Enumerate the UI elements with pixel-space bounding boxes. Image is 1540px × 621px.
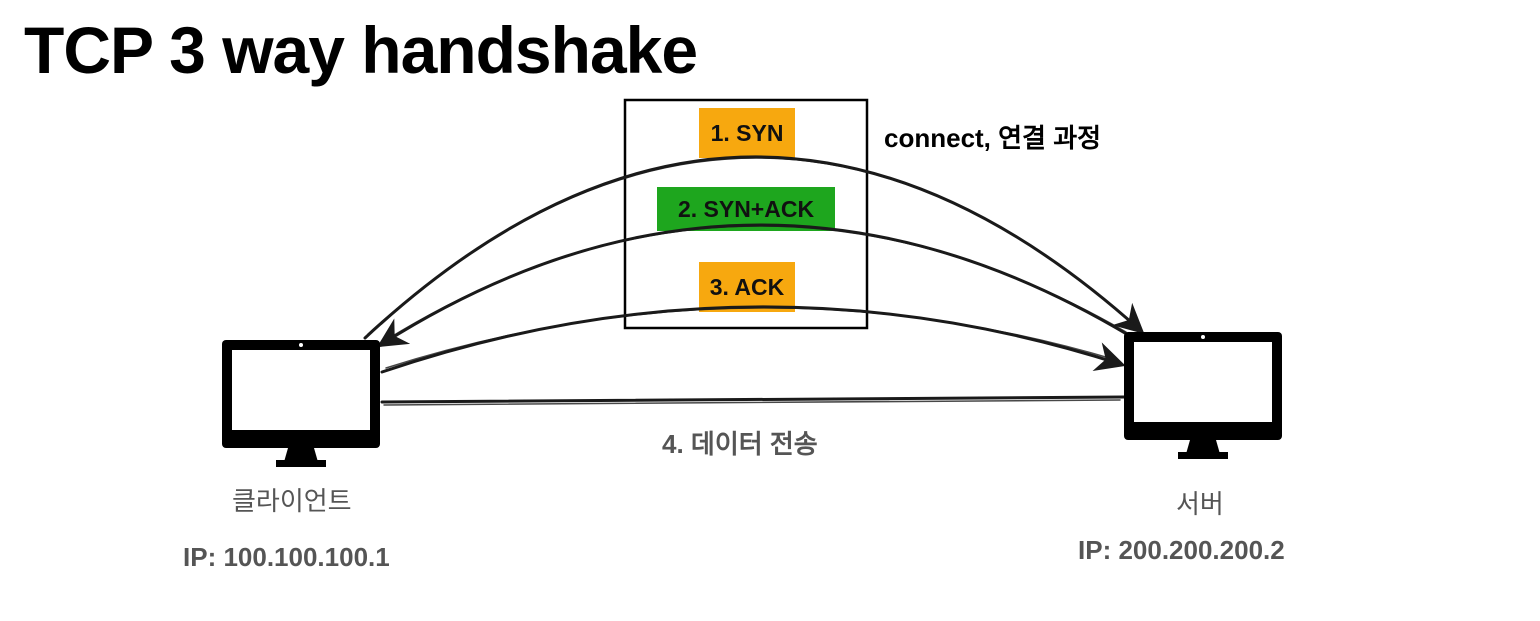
step-3-text: 3. ACK — [709, 274, 785, 300]
syn-ack-arrow — [376, 223, 1132, 348]
client-monitor-icon — [222, 340, 380, 467]
step-2-label: 2. SYN+ACK — [657, 187, 835, 231]
step-1-text: 1. SYN — [710, 120, 784, 146]
client-name: 클라이언트 — [232, 486, 352, 516]
step-2-text: 2. SYN+ACK — [677, 196, 815, 222]
connect-caption: connect, 연결 과정 — [884, 123, 1102, 153]
client-ip: IP: 100.100.100.1 — [183, 542, 390, 572]
data-transfer-line — [380, 395, 1126, 406]
handshake-step-box — [623, 98, 869, 330]
step-1-label: 1. SYN — [699, 108, 795, 158]
ack-arrow — [380, 305, 1126, 374]
server-name: 서버 — [1176, 489, 1224, 519]
server-ip: IP: 200.200.200.2 — [1078, 535, 1285, 565]
step-1-highlight — [699, 108, 795, 158]
step-3-highlight — [699, 262, 795, 312]
step-3-label: 3. ACK — [699, 262, 795, 312]
page-title: TCP 3 way handshake — [24, 13, 698, 87]
server-monitor-icon — [1124, 332, 1282, 459]
syn-arrow — [363, 155, 1145, 340]
data-transfer-label: 4. 데이터 전송 — [662, 429, 818, 459]
